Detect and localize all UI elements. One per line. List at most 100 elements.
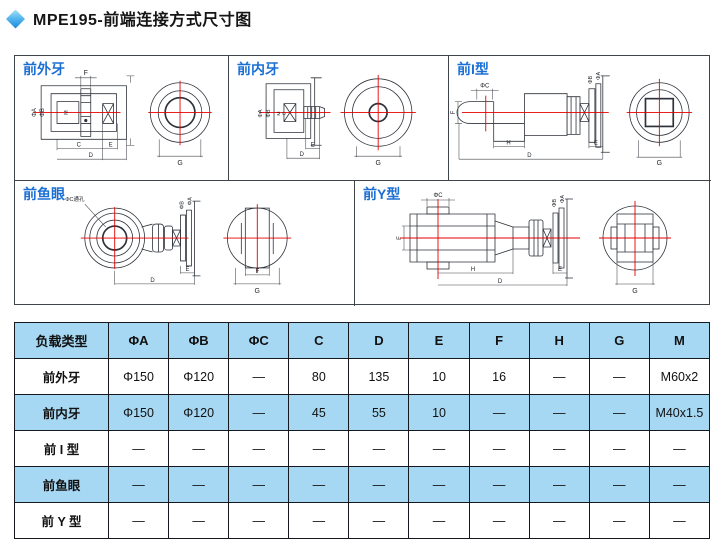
panel-front-internal-thread: 前内牙 ΦA ΦB M C E D	[229, 56, 449, 181]
dim-label-phi-c: ΦC	[480, 84, 490, 90]
dim-label-h: H	[506, 140, 510, 146]
front-i-type-drawing: ΦC F ΦB ΦA H E D G	[451, 71, 693, 167]
cell: —	[288, 430, 350, 467]
cell: —	[588, 466, 650, 503]
front-view: G	[599, 201, 671, 295]
dim-label-h: H	[471, 267, 475, 273]
cell: —	[408, 430, 470, 467]
col-header-e: E	[408, 322, 470, 359]
cell: —	[468, 394, 530, 431]
cell: 45	[288, 394, 350, 431]
side-view: ΦC通孔 ΦB ΦA E D	[65, 195, 201, 285]
cell: —	[468, 502, 530, 539]
cell: —	[588, 430, 650, 467]
load-type-spec-table: 负载类型 ΦA ΦB ΦC C D E F H G M 前外牙 Φ150 Φ12…	[14, 322, 711, 539]
dim-label-e: E	[594, 140, 598, 146]
dim-label-g: G	[177, 160, 182, 167]
cell: —	[588, 502, 650, 539]
cell: —	[648, 430, 711, 467]
cell: 80	[288, 358, 350, 395]
cell: 135	[348, 358, 410, 395]
cell: 10	[408, 394, 470, 431]
front-y-type-drawing: ΦC F ΦB ΦA H E D G	[397, 193, 671, 295]
front-view: G	[340, 74, 416, 167]
dim-label-f: F	[84, 70, 88, 77]
cell: Φ150	[107, 358, 170, 395]
panel-label-front-y-type: 前Y型	[363, 186, 401, 202]
table-row-front-y-type: 前 Y 型 — — — — — — — — — —	[14, 502, 711, 539]
cell: —	[348, 430, 410, 467]
dim-label-e: E	[558, 267, 562, 273]
dim-label-e: E	[311, 142, 315, 148]
col-header-h: H	[528, 322, 590, 359]
table-header-row: 负载类型 ΦA ΦB ΦC C D E F H G M	[14, 322, 711, 359]
front-fisheye-drawing: ΦC通孔 ΦB ΦA E D F G	[65, 195, 292, 295]
panel-front-fisheye: 前鱼眼 ΦC通孔 Φ	[15, 181, 355, 306]
col-header-d: D	[348, 322, 410, 359]
table-row-front-i-type: 前 I 型 — — — — — — — — — —	[14, 430, 711, 467]
page-title: MPE195-前端连接方式尺寸图	[33, 12, 252, 29]
dim-label-d: D	[150, 278, 155, 284]
dim-label-phi-b: ΦB	[40, 108, 46, 117]
dim-label-g: G	[375, 160, 380, 167]
cell: —	[408, 502, 470, 539]
dim-label-phi-b: ΦB	[266, 109, 272, 117]
panel-label-front-i-type: 前I型	[457, 61, 489, 77]
dim-label-f: F	[397, 236, 403, 240]
dim-label-phi-a: ΦA	[560, 195, 566, 203]
cell: —	[528, 502, 590, 539]
cell: —	[408, 466, 470, 503]
panel-front-external-thread: 前外牙 F ΦA ΦB M C E D	[15, 56, 229, 181]
row-label: 前内牙	[14, 394, 109, 431]
cell: Φ120	[168, 394, 230, 431]
cell: —	[228, 394, 290, 431]
cell: —	[228, 466, 290, 503]
cell: —	[228, 502, 290, 539]
cell: —	[288, 502, 350, 539]
row-label: 前 I 型	[14, 430, 109, 467]
side-view: ΦC F ΦB ΦA H E D	[451, 71, 610, 160]
front-view: F G	[223, 204, 292, 295]
front-view: G	[626, 78, 693, 167]
dim-label-c: C	[281, 111, 287, 115]
col-header-g: G	[588, 322, 650, 359]
table-row-front-fisheye: 前鱼眼 — — — — — — — — — —	[14, 466, 711, 503]
cell: —	[588, 358, 650, 395]
dim-label-phi-c: ΦC	[433, 193, 443, 199]
diamond-bullet-icon	[6, 9, 25, 29]
panel-label-front-fisheye: 前鱼眼	[23, 186, 65, 202]
cell: —	[588, 394, 650, 431]
cell: —	[288, 466, 350, 503]
dim-label-f: F	[451, 110, 457, 114]
dim-label-g: G	[632, 288, 637, 295]
col-header-load-type: 负载类型	[14, 322, 109, 359]
col-header-f: F	[468, 322, 530, 359]
dim-label-f: F	[255, 269, 259, 275]
table-row-front-internal-thread: 前内牙 Φ150 Φ120 — 45 55 10 — — — M40x1.5	[14, 394, 711, 431]
cell: —	[228, 430, 290, 467]
dim-label-phi-a: ΦA	[187, 197, 193, 205]
cell: —	[648, 466, 711, 503]
dim-label-g: G	[657, 160, 662, 167]
cell: —	[348, 466, 410, 503]
cell: —	[468, 466, 530, 503]
dim-label-phi-a: ΦA	[596, 71, 602, 79]
side-view: F ΦA ΦB M C E D	[32, 70, 135, 161]
cell: —	[468, 430, 530, 467]
dim-label-phi-b: ΦB	[180, 201, 186, 209]
dim-label-d: D	[300, 152, 304, 158]
cell: —	[648, 502, 711, 539]
row-label: 前 Y 型	[14, 502, 109, 539]
cell: —	[168, 430, 230, 467]
cell: —	[168, 466, 230, 503]
dim-label-d: D	[89, 153, 93, 159]
dim-label-phi-a: ΦA	[258, 109, 264, 117]
dim-label-c: C	[77, 142, 82, 148]
side-view: ΦC F ΦB ΦA H E D	[397, 193, 580, 286]
cell: —	[107, 466, 170, 503]
cell: —	[348, 502, 410, 539]
table-row-front-external-thread: 前外牙 Φ150 Φ120 — 80 135 10 16 — — M60x2	[14, 358, 711, 395]
col-header-m: M	[648, 322, 711, 359]
cell: M40x1.5	[648, 394, 711, 431]
